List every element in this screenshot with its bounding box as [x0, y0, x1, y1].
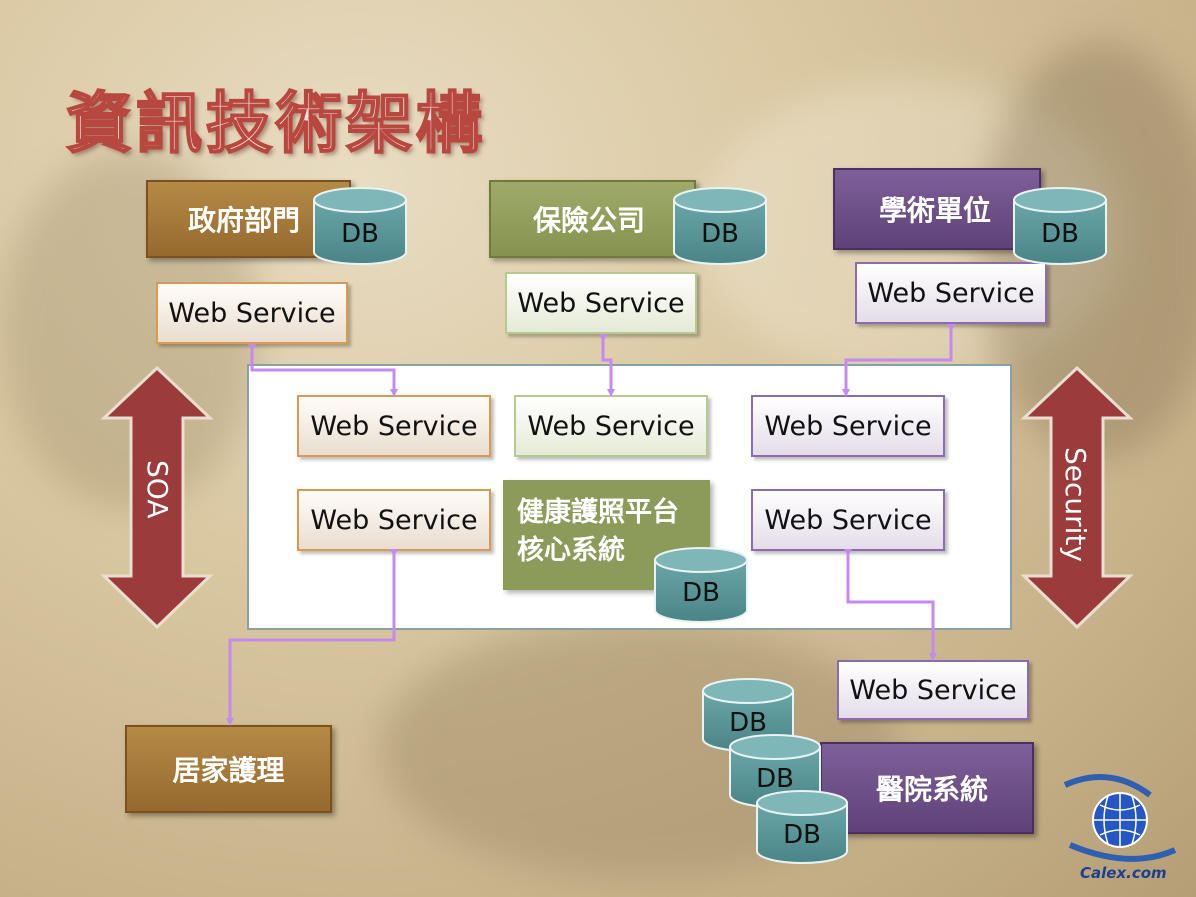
web-service-insurance: Web Service [505, 272, 697, 334]
db-cylinder: DB [313, 187, 407, 265]
insurance-box: 保險公司 [489, 180, 696, 258]
web-service-platform-4: Web Service [297, 489, 491, 551]
connector-homecare [226, 549, 398, 726]
connector-insurance [599, 334, 615, 397]
db-label: DB [783, 820, 821, 850]
connector-hospital [844, 549, 937, 661]
web-service-platform-1: Web Service [297, 395, 491, 457]
hospital-label: 醫院系統 [875, 773, 988, 806]
web-service-label: Web Service [849, 674, 1017, 706]
db-label: DB [729, 708, 767, 738]
homecare-label: 居家護理 [172, 754, 285, 787]
soa-arrow [100, 365, 214, 630]
academic-box: 學術單位 [833, 168, 1041, 250]
web-service-label: Web Service [527, 410, 695, 442]
db-cylinder: DB [756, 790, 848, 864]
web-service-label: Web Service [764, 410, 932, 442]
homecare-box: 居家護理 [125, 725, 332, 813]
db-cylinder: DB [1013, 187, 1107, 265]
db-label: DB [756, 764, 794, 794]
web-service-label: Web Service [168, 297, 336, 329]
db-label: DB [1041, 219, 1079, 249]
web-service-label: Web Service [517, 287, 685, 319]
security-arrow [1020, 365, 1134, 630]
web-service-platform-2: Web Service [514, 395, 708, 457]
web-service-label: Web Service [867, 277, 1035, 309]
db-label: DB [341, 219, 379, 249]
insurance-label: 保險公司 [533, 204, 646, 237]
calex-logo: Calex.com [1063, 774, 1177, 882]
connectors [226, 324, 955, 726]
web-service-government: Web Service [156, 282, 348, 344]
core-system-line2: 核心系統 [517, 535, 625, 566]
web-service-label: Web Service [764, 504, 932, 536]
logo-text: Calex.com [1080, 864, 1167, 882]
hospital-box: 醫院系統 [820, 742, 1034, 834]
government-label: 政府部門 [188, 204, 301, 237]
web-service-label: Web Service [310, 410, 478, 442]
db-label: DB [682, 578, 720, 608]
slide-title: 資訊技術架構 [65, 84, 486, 163]
db-label: DB [701, 219, 739, 249]
connector-government [248, 344, 398, 397]
academic-label: 學術單位 [879, 194, 992, 227]
security-label: Security [1059, 447, 1092, 562]
db-cylinder: DB [654, 547, 748, 623]
db-cylinder: DB [673, 187, 767, 265]
web-service-label: Web Service [310, 504, 478, 536]
core-system-line1: 健康護照平台 [517, 497, 679, 528]
connector-academic [842, 324, 955, 397]
web-service-academic: Web Service [855, 262, 1047, 324]
db-cylinder: DB [702, 678, 794, 752]
soa-label: SOA [141, 460, 174, 518]
web-service-hospital: Web Service [837, 660, 1029, 720]
